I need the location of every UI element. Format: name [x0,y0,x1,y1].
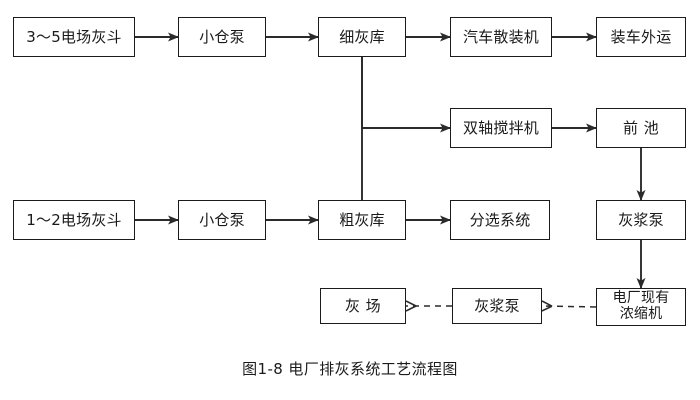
flow-edge-e5 [361,57,451,133]
flow-node-truck_out: 装车外运 [596,17,686,57]
flow-node-front_pool: 前 池 [596,108,686,148]
flow-node-mixer: 双轴搅拌机 [450,108,552,148]
flow-node-fine_silo: 细灰库 [318,17,406,57]
flow-node-hopper35: 3～5电场灰斗 [13,17,135,57]
flow-node-pump_bot: 小仓泵 [178,200,266,240]
flow-node-hopper12: 1～2电场灰斗 [13,200,135,240]
flow-node-coarse_silo: 粗灰库 [318,200,406,240]
flow-edge-e13 [542,306,597,307]
figure-caption: 图1-8 电厂排灰系统工艺流程图 [242,360,458,378]
flow-node-slurry_r: 灰浆泵 [596,200,686,240]
flow-node-slurry_b: 灰浆泵 [452,288,542,324]
flow-node-truck_load: 汽车散装机 [450,17,552,57]
flow-node-sorting: 分选系统 [450,200,550,240]
flow-node-thickener: 电厂现有 浓缩机 [596,288,686,326]
flow-node-ash_yard: 灰 场 [320,288,406,324]
flow-node-pump_top: 小仓泵 [178,17,266,57]
